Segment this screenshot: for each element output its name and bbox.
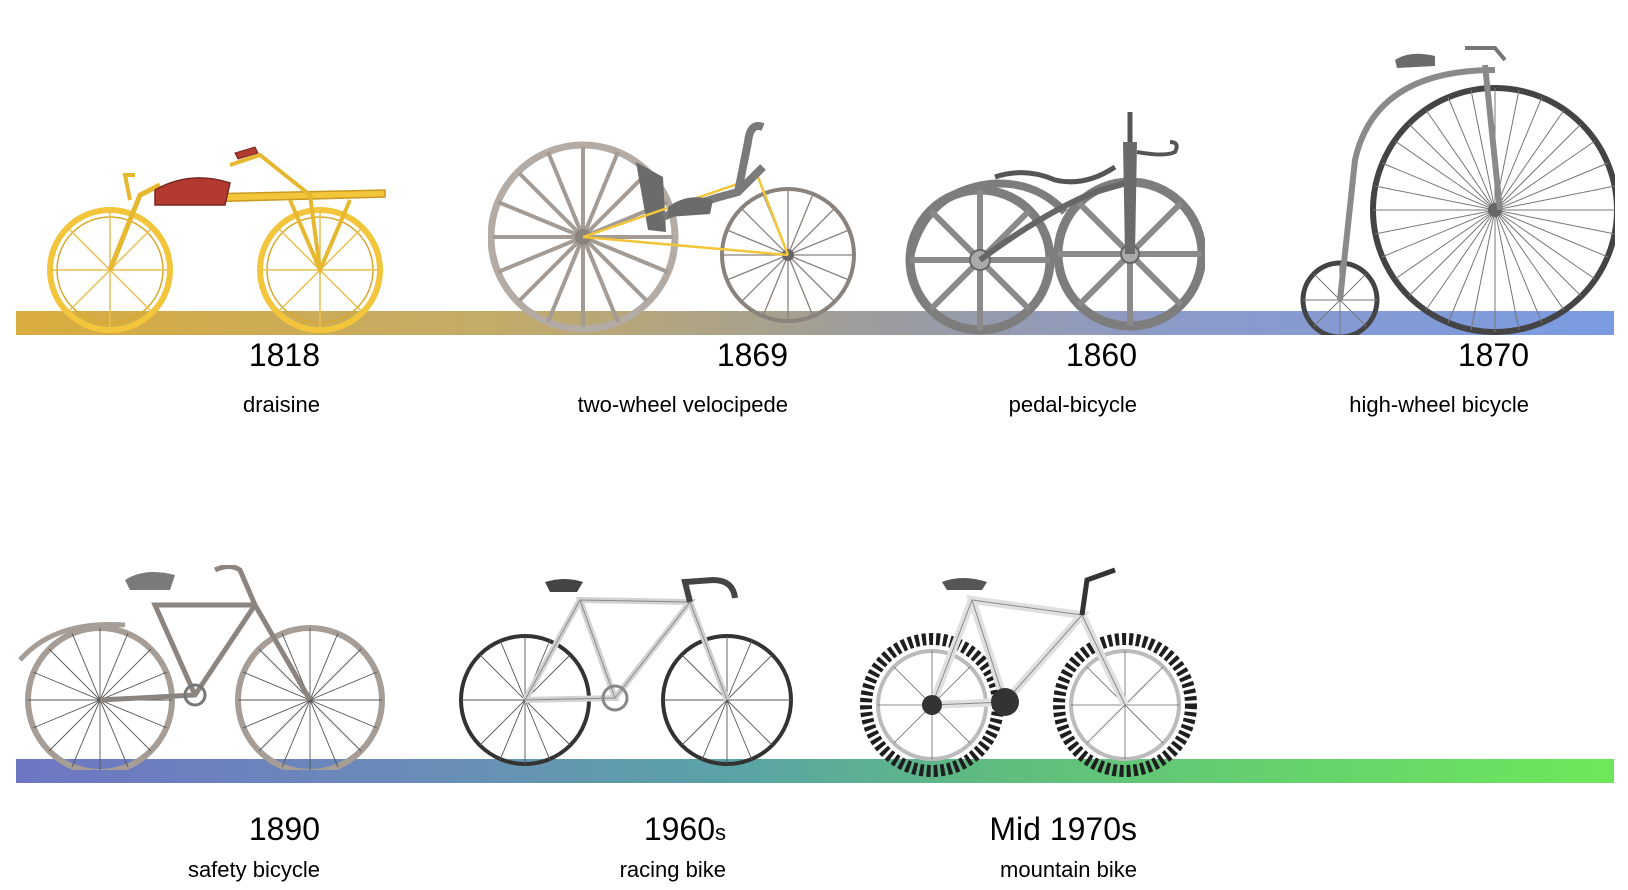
velocipede-illustration xyxy=(488,122,856,333)
name-two-wheel-velocipede: two-wheel velocipede xyxy=(577,392,788,417)
year-1870: 1870 xyxy=(1457,337,1529,373)
mountain-bike-illustration xyxy=(860,567,1197,777)
racing-bike-illustration xyxy=(459,576,793,766)
draisine-illustration xyxy=(47,146,386,333)
year-1960s-suffix: s xyxy=(715,820,726,845)
year-1960s-number: 1960 xyxy=(643,811,715,847)
year-1960s: 1960s xyxy=(644,811,726,851)
name-high-wheel-bicycle: high-wheel bicycle xyxy=(1349,392,1529,417)
year-1818: 1818 xyxy=(248,337,320,373)
name-safety-bicycle: safety bicycle xyxy=(187,857,320,882)
pedal-bicycle-illustration xyxy=(905,112,1205,335)
year-1869: 1869 xyxy=(716,337,788,373)
timeline-band-bottom xyxy=(16,759,1614,783)
name-draisine: draisine xyxy=(242,392,320,417)
high-wheel-illustration xyxy=(1300,46,1615,335)
name-mountain-bike: mountain bike xyxy=(1000,857,1137,882)
year-1890: 1890 xyxy=(248,811,320,847)
name-racing-bike: racing bike xyxy=(619,857,726,882)
name-pedal-bicycle: pedal-bicycle xyxy=(1008,392,1137,417)
year-mid-1970s: Mid 1970s xyxy=(989,811,1137,847)
year-1860: 1860 xyxy=(1065,337,1137,373)
safety-bicycle-illustration xyxy=(18,565,385,770)
